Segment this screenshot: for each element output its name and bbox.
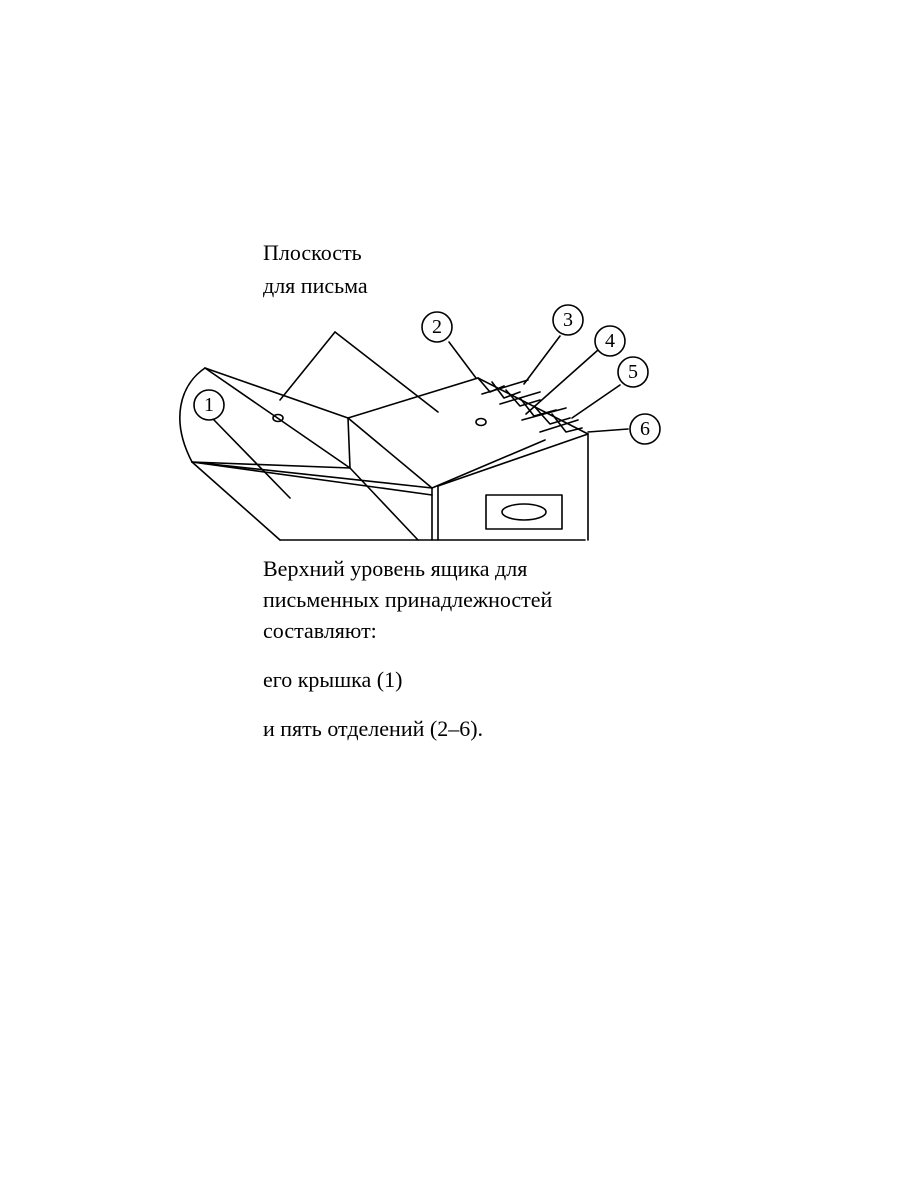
leader-writing-surface-right bbox=[334, 331, 439, 413]
description-intro-line-1: Верхний уровень ящика для bbox=[263, 556, 528, 581]
callout-6: 6 bbox=[629, 413, 661, 445]
leader-2 bbox=[448, 341, 477, 379]
callout-1-label: 1 bbox=[204, 394, 214, 416]
description-item-lid: его крышка (1) bbox=[263, 667, 403, 692]
writing-surface-label: Плоскость для письма bbox=[263, 236, 368, 302]
callout-2: 2 bbox=[421, 311, 453, 343]
compartment-divider-5 bbox=[519, 397, 557, 417]
description-text: Верхний уровень ящика для письменных при… bbox=[263, 553, 823, 744]
compartment-back-rail bbox=[477, 377, 589, 435]
compartment-slat-4 bbox=[539, 419, 579, 433]
callout-2-label: 2 bbox=[432, 316, 442, 338]
callout-5: 5 bbox=[617, 356, 649, 388]
lid-hole bbox=[272, 413, 284, 423]
leader-1 bbox=[213, 419, 291, 499]
callout-6-label: 6 bbox=[640, 418, 650, 440]
lid-top-edge bbox=[204, 367, 349, 419]
compartment-divider-7 bbox=[551, 413, 583, 433]
front-label-frame bbox=[485, 494, 563, 530]
leader-5 bbox=[571, 384, 621, 419]
description-intro-line-3: составляют: bbox=[263, 618, 377, 643]
surface-diagonal-2 bbox=[349, 467, 419, 541]
lid-bottom-edge bbox=[191, 461, 351, 469]
callout-3: 3 bbox=[552, 304, 584, 336]
compartment-slat-1 bbox=[481, 379, 529, 395]
leader-6 bbox=[587, 428, 629, 433]
wedge-inner-diagonal bbox=[191, 461, 433, 496]
callout-5-label: 5 bbox=[628, 361, 638, 383]
writing-surface-label-line-1: Плоскость bbox=[263, 240, 362, 265]
compartment-divider-4 bbox=[505, 389, 541, 407]
callout-1: 1 bbox=[193, 389, 225, 421]
compartment-slat-2 bbox=[499, 391, 541, 405]
writing-surface-label-line-2: для письма bbox=[263, 273, 368, 298]
compartment-slat-3 bbox=[521, 407, 567, 421]
lid-curved-edge bbox=[179, 367, 206, 463]
compartment-divider-6 bbox=[533, 405, 571, 425]
surface-front-edge bbox=[191, 461, 433, 489]
leader-4 bbox=[525, 349, 599, 415]
box-front-top-edge bbox=[437, 433, 589, 487]
leader-3 bbox=[523, 335, 561, 385]
surface-diagonal-1 bbox=[347, 417, 433, 489]
leader-writing-surface-left bbox=[279, 331, 336, 401]
compartment-divider-2 bbox=[477, 377, 505, 393]
compartment-divider-3 bbox=[491, 381, 521, 399]
callout-3-label: 3 bbox=[563, 309, 573, 331]
description-intro: Верхний уровень ящика для письменных при… bbox=[263, 553, 823, 646]
description-item-compartments: и пять отделений (2–6). bbox=[263, 716, 484, 741]
wedge-left-slope bbox=[191, 461, 281, 541]
lid-diagonal-crease bbox=[204, 367, 351, 469]
surface-back-edge bbox=[347, 377, 479, 419]
callout-4: 4 bbox=[594, 325, 626, 357]
surface-left-vertical bbox=[347, 417, 351, 469]
surface-hole bbox=[475, 417, 487, 427]
compartment-front-rail bbox=[431, 439, 546, 489]
front-label-oval bbox=[501, 503, 547, 521]
description-intro-line-2: письменных принадлежностей bbox=[263, 587, 553, 612]
callout-4-label: 4 bbox=[605, 330, 615, 352]
